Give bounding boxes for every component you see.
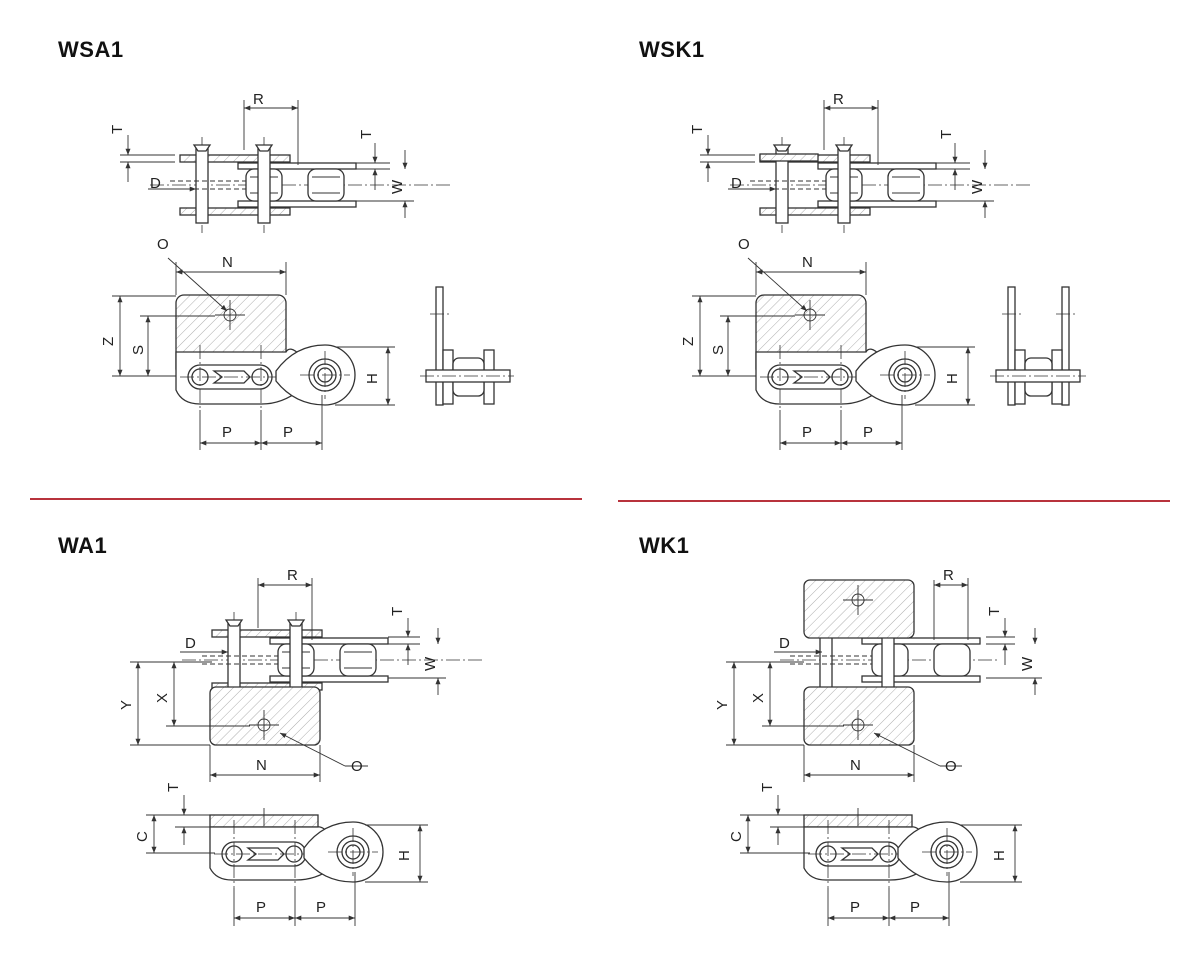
label-o-wsk1: O xyxy=(738,236,750,253)
label-d-wsa1: D xyxy=(150,175,161,192)
label-t-wsk1-left: T xyxy=(689,125,706,134)
label-p-wk1-a: P xyxy=(850,899,860,916)
label-p-wa1-b: P xyxy=(316,899,326,916)
label-c-wa1: C xyxy=(134,831,151,842)
label-c-wk1: C xyxy=(728,831,745,842)
label-n-wa1: N xyxy=(256,757,267,774)
label-r-wa1: R xyxy=(287,567,298,584)
label-x-wk1: X xyxy=(750,693,767,703)
label-n-wsa1: N xyxy=(222,254,233,271)
label-s-wsa1: S xyxy=(130,345,147,355)
label-t-wk1-side: T xyxy=(759,783,776,792)
label-d-wa1: D xyxy=(185,635,196,652)
label-d-wsk1: D xyxy=(731,175,742,192)
diagram-wk1: R T W D Y X N O T xyxy=(714,567,1042,926)
label-s-wsk1: S xyxy=(710,345,727,355)
label-z-wsa1: Z xyxy=(100,337,117,346)
diagram-wa1: R T W D Y X N O xyxy=(118,567,483,926)
label-r: R xyxy=(253,91,264,108)
label-r-wk1: R xyxy=(943,567,954,584)
label-w-wsk1: W xyxy=(969,179,986,194)
panel-title-wsa1: WSA1 xyxy=(58,37,124,62)
label-p-wsa1-b: P xyxy=(283,424,293,441)
label-h-wk1: H xyxy=(991,850,1008,861)
label-x-wa1: X xyxy=(154,693,171,703)
label-p-wsa1-a: P xyxy=(222,424,232,441)
label-r-wsk1: R xyxy=(833,91,844,108)
label-y-wk1: Y xyxy=(714,700,731,710)
diagram-wsa1: R T T W D N xyxy=(100,91,514,450)
label-p-wk1-b: P xyxy=(910,899,920,916)
label-o-wa1: O xyxy=(351,758,363,775)
label-t-wsk1-right: T xyxy=(938,130,955,139)
label-d-wk1: D xyxy=(779,635,790,652)
label-t-wa1-top: T xyxy=(389,607,406,616)
label-t-wsa1-left: T xyxy=(109,125,126,134)
label-o-wk1: O xyxy=(945,758,957,775)
divider-left xyxy=(30,498,582,500)
panel-title-wa1: WA1 xyxy=(58,533,108,558)
label-w-wa1: W xyxy=(422,656,439,671)
panel-title-wk1: WK1 xyxy=(639,533,690,558)
label-h-wsa1: H xyxy=(364,373,381,384)
label-p-wa1-a: P xyxy=(256,899,266,916)
label-h-wa1: H xyxy=(396,850,413,861)
diagram-wsk1: R T T W D N O Z S xyxy=(680,91,1086,450)
label-n-wk1: N xyxy=(850,757,861,774)
divider-right xyxy=(618,500,1170,502)
label-y-wa1: Y xyxy=(118,700,135,710)
label-p-wsk1-b: P xyxy=(863,424,873,441)
label-z-wsk1: Z xyxy=(680,337,697,346)
label-t-wa1-side: T xyxy=(165,783,182,792)
panel-title-wsk1: WSK1 xyxy=(639,37,705,62)
label-h-wsk1: H xyxy=(944,373,961,384)
label-t-wk1-top: T xyxy=(986,607,1003,616)
label-t-wsa1-right: T xyxy=(358,130,375,139)
label-w-wk1: W xyxy=(1019,656,1036,671)
label-n-wsk1: N xyxy=(802,254,813,271)
label-p-wsk1-a: P xyxy=(802,424,812,441)
label-w-wsa1: W xyxy=(389,179,406,194)
label-o-wsa1: O xyxy=(157,236,169,253)
